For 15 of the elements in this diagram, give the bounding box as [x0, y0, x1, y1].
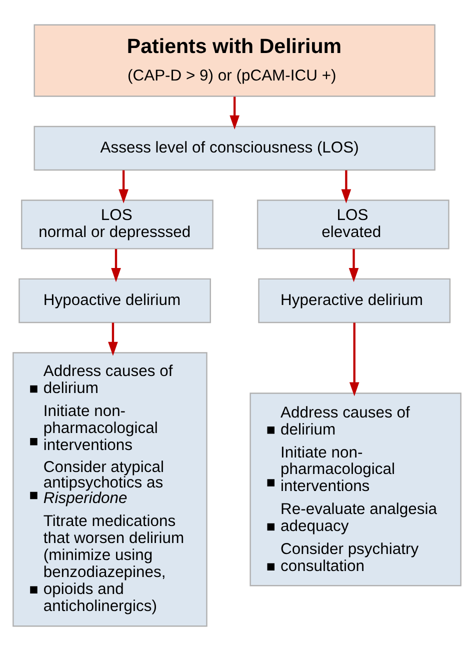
- arrow: [341, 170, 352, 203]
- node-box: Hyperactive delirium: [258, 278, 451, 323]
- node-box: Address causes of delirium Initiate non-pharmacological interventions Consider atypical antipsychotics as Risperidone Titrate medications that worsen delirium (minimize using benzodiazepines, opioids and anticholinergics): [12, 352, 208, 626]
- arrow: [349, 322, 360, 396]
- arrow: [230, 96, 240, 129]
- arrow: [118, 170, 128, 203]
- node-box: Patients with Delirium (CAP-D > 9) or (pCAM-ICU +): [34, 24, 436, 96]
- arrow: [111, 248, 121, 282]
- node-box: Assess level of consciousness (LOS): [34, 125, 436, 170]
- arrow: [348, 248, 359, 282]
- node-box: LOS elevated: [256, 199, 450, 249]
- node-box: Address causes of delirium Initiate non-pharmacological interventions Re-evaluate analgesia adequacy Consider psychiatry consultation: [250, 392, 462, 586]
- node-box: LOS normal or depresssed: [21, 199, 214, 249]
- arrow: [108, 322, 118, 356]
- node-box: Hypoactive delirium: [18, 278, 211, 323]
